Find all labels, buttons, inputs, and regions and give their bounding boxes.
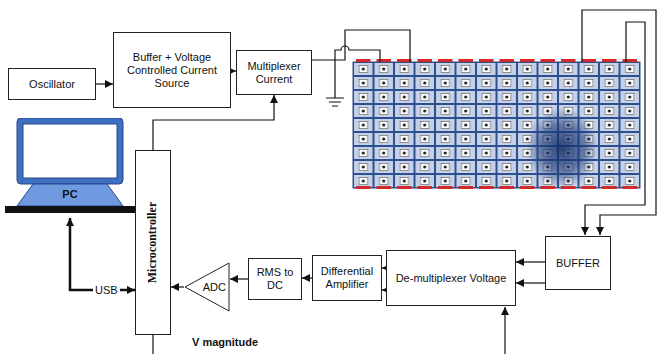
box-label: BUFFER <box>556 257 600 270</box>
box-label: RMS to DC <box>249 266 301 292</box>
connector <box>96 83 113 84</box>
control-wire <box>504 307 505 354</box>
electrode-mark <box>541 186 556 189</box>
process-box: Buffer + Voltage Controlled Current Sour… <box>113 32 231 108</box>
box-label: Multiplexer Current <box>237 60 311 86</box>
electrode-mark <box>356 59 371 62</box>
electrode-mark <box>418 59 433 62</box>
electrode-mark <box>356 186 371 189</box>
box-label: Differential Amplifier <box>313 265 381 291</box>
monitor-outline <box>5 118 135 218</box>
box-label: Oscillator <box>29 78 75 91</box>
box-label: Microcontroller <box>147 202 160 284</box>
process-box: Oscillator <box>8 68 96 100</box>
box-label: Buffer + Voltage Controlled Current Sour… <box>114 51 230 90</box>
voltage-wire <box>582 10 656 235</box>
electrode-mark <box>623 186 638 189</box>
electrode-mark <box>623 59 638 62</box>
process-box: BUFFER <box>545 236 611 290</box>
pc-monitor: PC <box>5 118 135 218</box>
electrode-mark <box>561 59 576 62</box>
box-label: ADC <box>203 281 226 294</box>
electrode-mark <box>377 186 392 189</box>
electrode-mark <box>459 186 474 189</box>
signal-label: V magnitude <box>190 336 260 349</box>
electrode-mark <box>602 59 617 62</box>
electrode-mark <box>479 186 494 189</box>
connector <box>230 278 248 279</box>
electrode-mark <box>459 59 474 62</box>
electrode-mark <box>602 186 617 189</box>
ground-wire <box>335 46 380 98</box>
electrode-mark <box>561 186 576 189</box>
box-label: PC <box>62 188 77 201</box>
electrode-mark <box>397 186 412 189</box>
edge-label: USB <box>93 284 120 297</box>
control-wire <box>152 335 153 354</box>
voltage-wire <box>585 22 645 235</box>
box-label: De-multiplexer Voltage <box>396 272 507 285</box>
connector <box>516 282 545 283</box>
connector <box>516 261 545 262</box>
connector <box>70 218 135 290</box>
electrode-mark <box>500 186 515 189</box>
electrode-mark <box>520 59 535 62</box>
connector <box>302 277 312 278</box>
electrode-mark <box>479 59 494 62</box>
electrode-mark <box>500 59 515 62</box>
electrode-mark <box>418 186 433 189</box>
ground-symbol <box>326 98 344 106</box>
process-box: RMS to DC <box>248 258 302 300</box>
adc-triangle: ADC <box>184 262 230 312</box>
electrode-mark <box>520 186 535 189</box>
electrode-mark <box>541 59 556 62</box>
electrode-marks <box>356 59 637 189</box>
inclusion <box>526 108 598 188</box>
electrode-mark <box>582 186 597 189</box>
microcontroller-box: Microcontroller <box>135 150 171 335</box>
electrode-mark <box>438 59 453 62</box>
process-box: De-multiplexer Voltage <box>386 250 516 306</box>
current-wire <box>306 30 410 62</box>
electrode-grid <box>353 62 640 188</box>
electrode-mark <box>397 59 412 62</box>
electrode-mark <box>582 59 597 62</box>
process-box: Multiplexer Current <box>236 50 312 95</box>
process-box: Differential Amplifier <box>312 255 382 301</box>
electrode-mark <box>377 59 392 62</box>
connector <box>171 286 184 287</box>
electrode-mark <box>438 186 453 189</box>
